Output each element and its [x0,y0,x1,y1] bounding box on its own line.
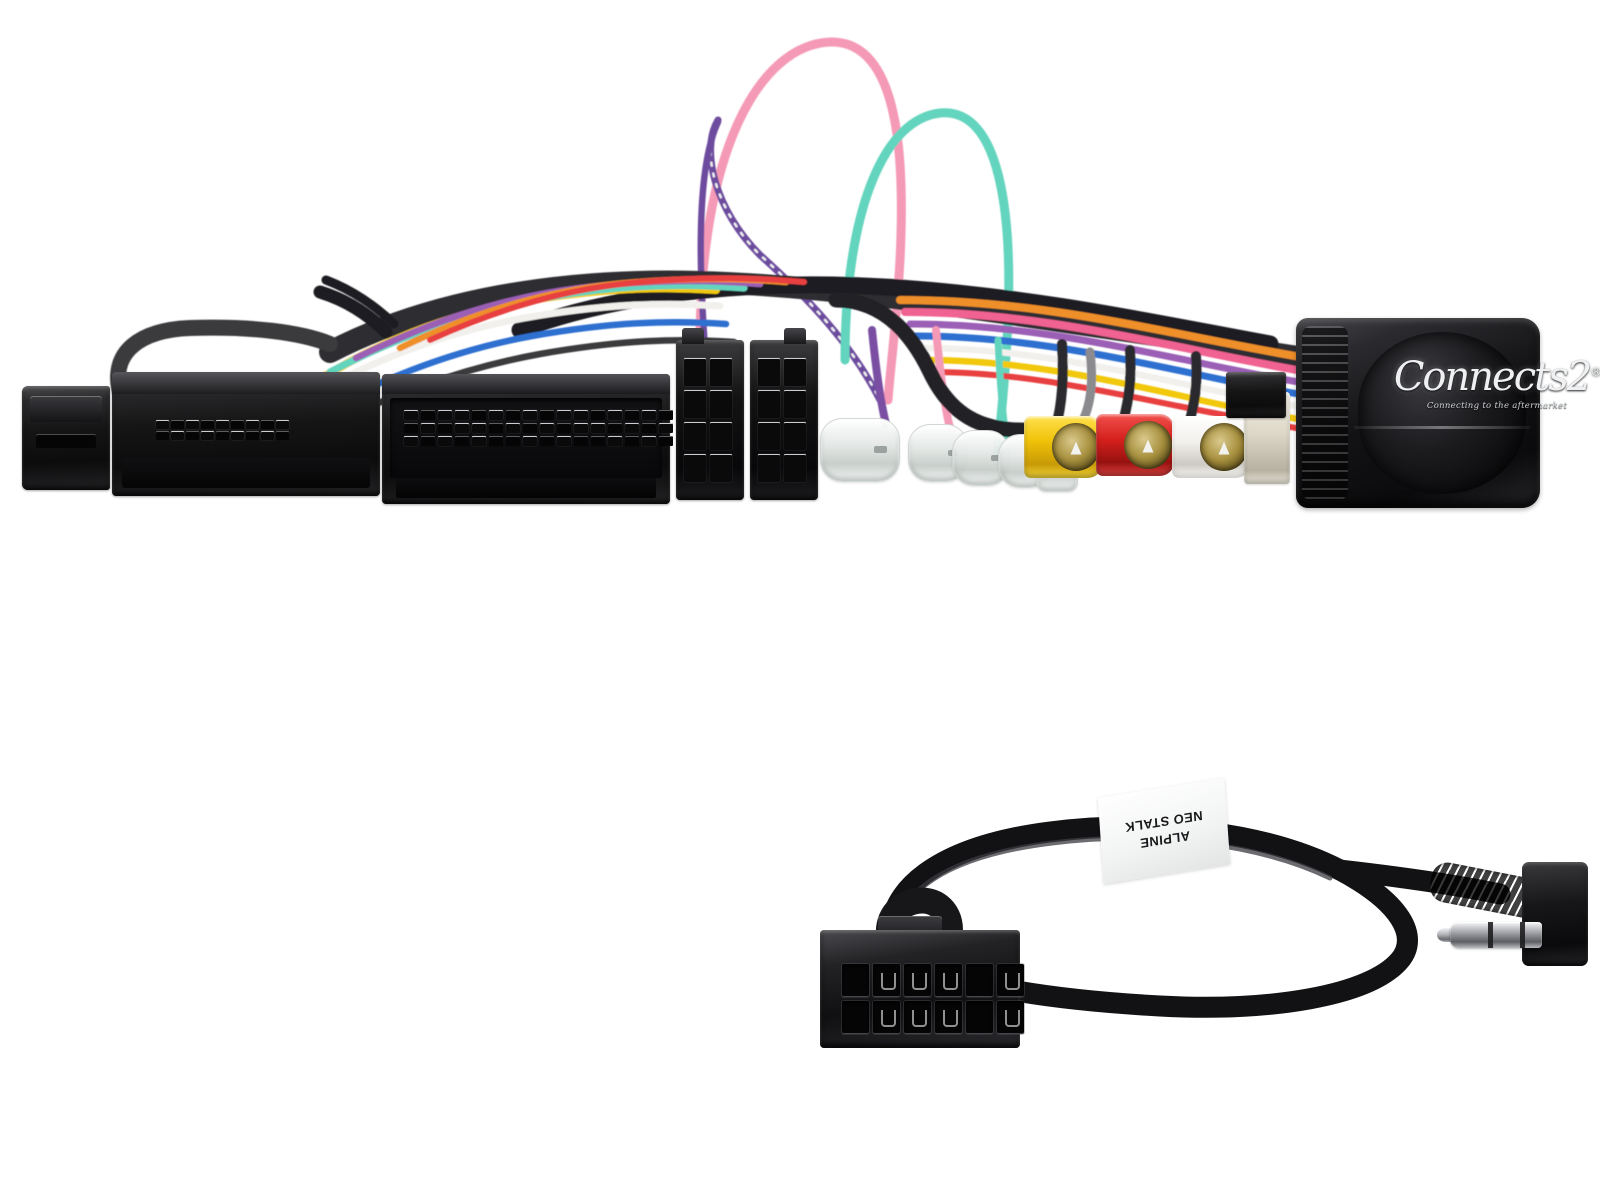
iso-power-connector [676,328,744,500]
jack-body [1522,862,1588,966]
connector-pin-grid [842,964,1024,1034]
12-pin-lead-connector [820,916,1024,1048]
jack-ring-2 [1520,922,1525,948]
pin-cavity [842,1001,869,1034]
quadlock-b-pin-grid [404,410,673,446]
quadlock-a-connector [112,372,380,496]
bullet-connector-large [820,418,900,482]
brand-mark-numeral: 2 [1566,354,1592,400]
pin-cavity [935,964,962,997]
pin-cavity [997,1001,1024,1034]
interface-seam [1354,426,1530,430]
rca-audio-red [1096,414,1174,476]
pin-cavity [966,964,993,997]
rca-audio-white [1172,416,1250,478]
jack-ring-1 [1488,922,1493,948]
registered-icon: ® [1590,364,1600,379]
pin-cavity [997,964,1024,997]
quadlock-a-pin-grid [156,420,289,440]
brand-tagline: Connecting to the aftermarket [1426,401,1568,411]
pin-cavity [873,964,900,997]
interface-disc [1358,332,1526,494]
iso-speaker-connector [750,328,818,500]
pin-cavity [842,964,869,997]
small-end-connector [22,386,110,490]
connects2-interface-box: Connects2® Connecting to the aftermarket [1296,318,1600,508]
3.5mm-right-angle-jack [1427,856,1600,976]
brand-mark-text: Connects [1393,354,1569,400]
brand-mark: Connects2® [1392,357,1600,397]
pin-cavity [935,1001,962,1034]
jack-tip-metal [1450,922,1542,948]
pin-cavity [966,1001,993,1034]
cable-label-text: ALPINE NEO STALK [1124,807,1204,854]
interface-ribs [1302,326,1348,500]
jack-contact-tip [1437,922,1542,948]
pin-cavity [904,1001,931,1034]
connects2-logo: Connects2® Connecting to the aftermarket [1392,357,1600,411]
rca-video-yellow [1024,416,1102,478]
pin-cavity [873,1001,900,1034]
antenna-adapter-shell [1226,372,1286,418]
patch-lead: ALPINE NEO STALK [800,760,1600,1120]
pin-cavity [904,964,931,997]
quadlock-b-connector [382,374,673,504]
